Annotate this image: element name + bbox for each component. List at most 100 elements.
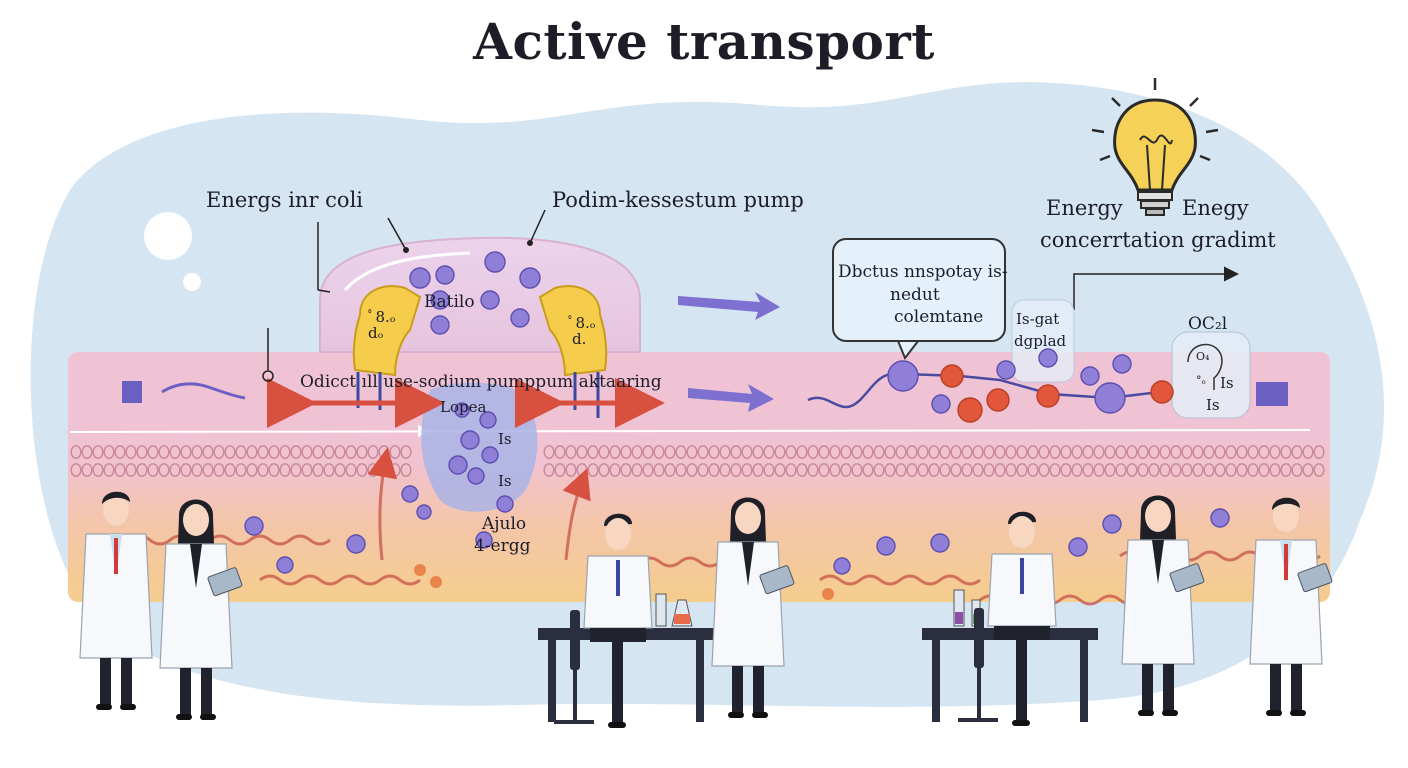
phospholipid-head [70, 445, 82, 459]
shoe-left [96, 704, 112, 710]
molecule-purple [430, 315, 450, 335]
molecule-purple [1112, 354, 1132, 374]
leg-left [100, 658, 111, 706]
label-ocal-small-2: °ₒ [1196, 374, 1206, 387]
lap [994, 626, 1050, 640]
phospholipid-head [81, 463, 93, 477]
shirt [1152, 540, 1164, 584]
phospholipid-head [103, 445, 115, 459]
scientist-7 [1249, 497, 1333, 716]
leg-left [1270, 664, 1281, 712]
head [605, 518, 631, 550]
phospholipid-head [785, 445, 797, 459]
phospholipid-head [1126, 463, 1138, 477]
phospholipid-head [1082, 463, 1094, 477]
phospholipid-head [972, 445, 984, 459]
bubble-line-2: nedut [890, 285, 940, 305]
scientists [79, 491, 1333, 728]
phospholipid-head [1104, 463, 1116, 477]
phospholipid-head [1049, 445, 1061, 459]
phospholipid-head [1225, 463, 1237, 477]
phospholipid-head [1313, 445, 1325, 459]
shoe [608, 722, 626, 728]
phospholipid-head [1192, 445, 1204, 459]
molecule-purple [1094, 382, 1126, 414]
phospholipid-head [191, 445, 203, 459]
phospholipid-head [125, 445, 137, 459]
molecule-purple [1068, 537, 1088, 557]
phospholipid-head [796, 463, 808, 477]
phospholipid-head [895, 445, 907, 459]
molecule-red [940, 364, 964, 388]
phospholipid-head [763, 445, 775, 459]
shoe-right [120, 704, 136, 710]
phospholipid-head [653, 463, 665, 477]
chair-base [554, 720, 594, 724]
diagram-title: Active transport [473, 12, 935, 71]
shoe-left [1138, 710, 1154, 716]
shoe-right [1290, 710, 1306, 716]
leg [612, 640, 623, 724]
phospholipid-head [147, 463, 159, 477]
decor-circle-small [183, 273, 201, 291]
arrow-up-right [562, 468, 591, 561]
leg-right [1291, 664, 1302, 712]
phospholipid-head [1159, 445, 1171, 459]
tie [114, 538, 118, 574]
phospholipid-head [1291, 463, 1303, 477]
phospholipid-head [906, 445, 918, 459]
head [103, 494, 129, 526]
pointer-dot-pump [527, 240, 533, 246]
head [1145, 500, 1171, 532]
phospholipid-head [1214, 463, 1226, 477]
decor-circle-large [144, 212, 192, 260]
molecule-orange [414, 564, 426, 576]
phospholipid-head [334, 445, 346, 459]
phospholipid-head [1082, 445, 1094, 459]
phospholipid-head [631, 463, 643, 477]
leg-left [732, 666, 743, 714]
phospholipid-head [939, 463, 951, 477]
hair [102, 491, 130, 504]
phospholipid-head [950, 445, 962, 459]
phospholipid-head [785, 463, 797, 477]
phospholipid-head [741, 445, 753, 459]
phospholipid-head [818, 445, 830, 459]
phospholipid-head [400, 445, 412, 459]
pointer-line-pump [529, 209, 546, 244]
phospholipid-head [631, 445, 643, 459]
molecule-orange [430, 576, 442, 588]
phospholipid-head [741, 463, 753, 477]
membrane-marker-left [122, 381, 142, 403]
label-ocal: OC₂l [1188, 314, 1228, 334]
pointer-line-energy-foot [317, 289, 331, 293]
label-ergg: 4-ergg [474, 536, 531, 556]
phospholipid-head [1247, 463, 1259, 477]
phospholipid-head [829, 445, 841, 459]
molecule-purple [480, 290, 500, 310]
pump-protein-right [538, 285, 608, 377]
chair-back [570, 610, 580, 670]
phospholipid-head [114, 445, 126, 459]
phospholipid-head [697, 445, 709, 459]
phospholipid-head [620, 445, 632, 459]
phospholipid-head [246, 445, 258, 459]
phospholipid-head [169, 445, 181, 459]
phospholipid-head [807, 463, 819, 477]
phospholipid-head [1016, 463, 1028, 477]
phospholipid-head [565, 445, 577, 459]
pump-left-label-bottom: dₒ [368, 324, 384, 342]
phospholipid-head [334, 463, 346, 477]
phospholipid-head [1137, 463, 1149, 477]
phospholipid-head [675, 445, 687, 459]
arrow-up-left [367, 447, 398, 561]
molecule-purple [930, 533, 950, 553]
phospholipid-head [1181, 463, 1193, 477]
bubble-line-3: colemtane [894, 307, 984, 327]
phospholipid-head [994, 463, 1006, 477]
phospholipid-head [158, 463, 170, 477]
label-concentration-gradient: concerrtation gradimt [1040, 228, 1276, 252]
tablet [1169, 563, 1205, 593]
leg [1016, 638, 1027, 722]
